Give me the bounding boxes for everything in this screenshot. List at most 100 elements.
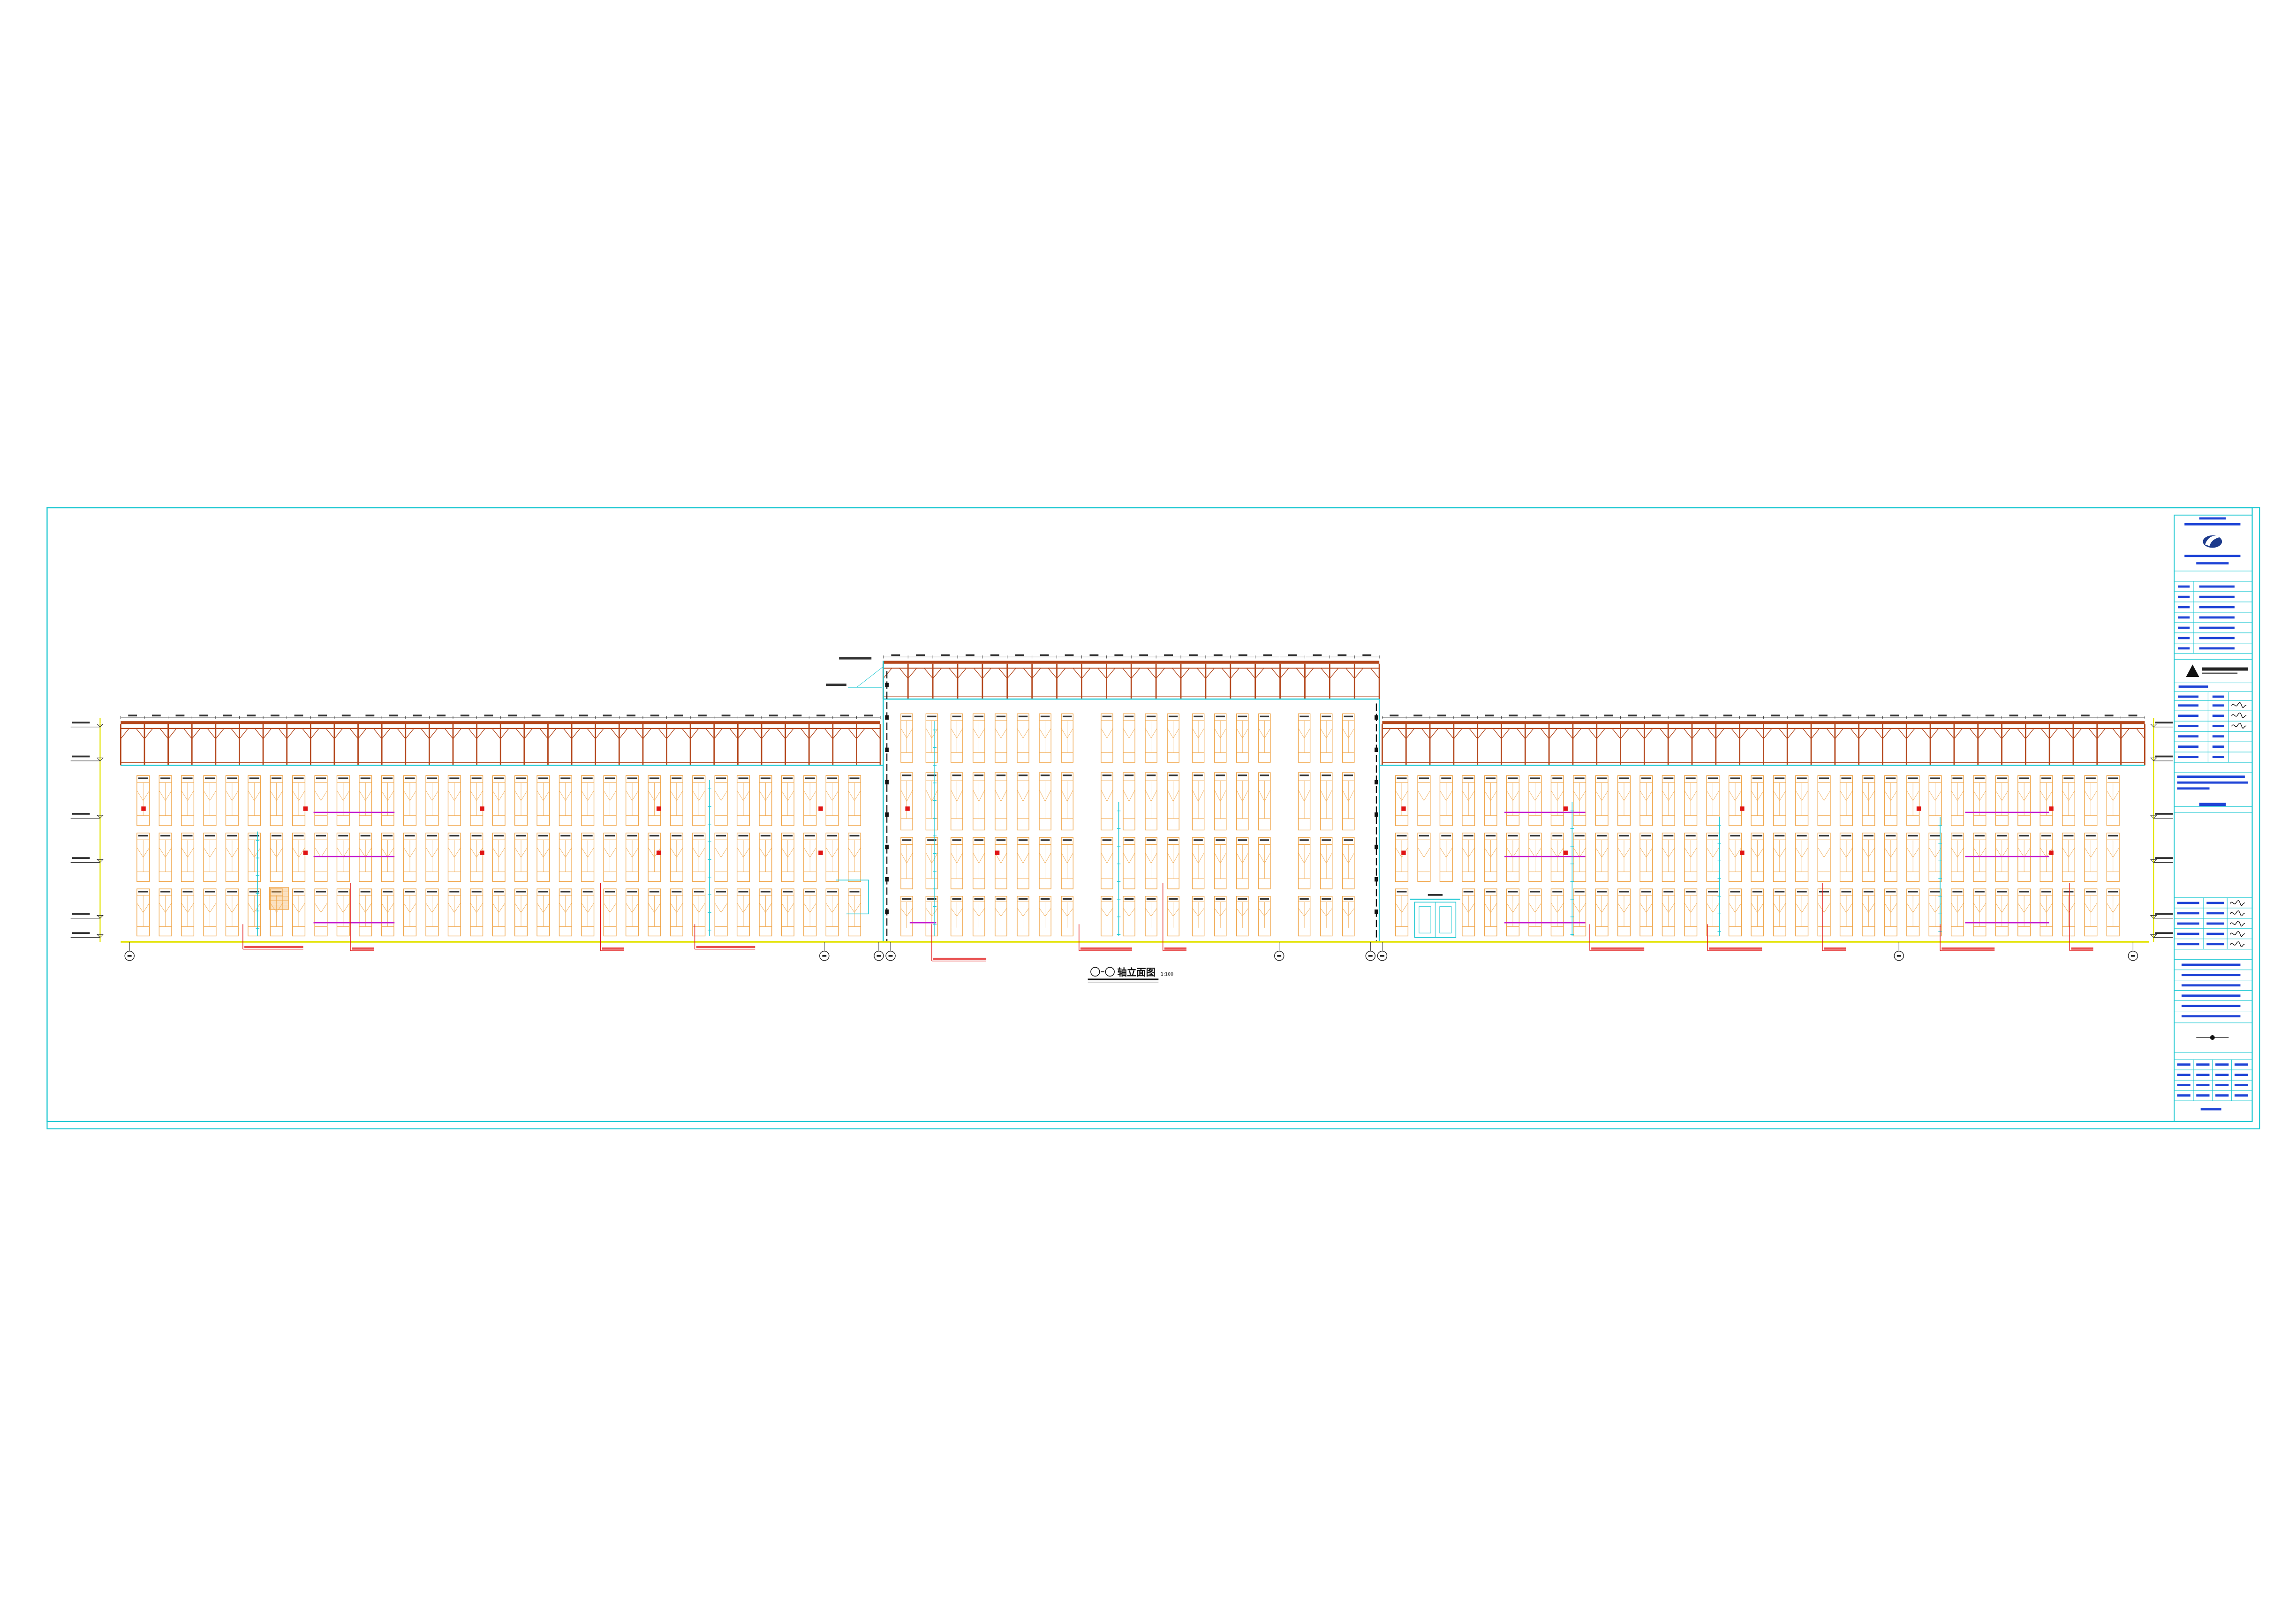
window — [1192, 772, 1205, 831]
title-block-text-mark — [2206, 912, 2224, 915]
window — [1839, 775, 1853, 826]
window-opening-symbol — [692, 790, 705, 801]
window-opening-symbol — [1145, 852, 1157, 864]
pergola-brace — [231, 728, 240, 739]
pergola-brace — [1778, 728, 1788, 739]
window-opening-symbol — [337, 902, 350, 913]
signature-icon — [2229, 910, 2245, 917]
window-frame — [803, 888, 817, 937]
window-tag-mark — [927, 839, 937, 841]
pergola-brace — [658, 728, 667, 739]
window-opening-symbol — [848, 902, 861, 913]
window — [1817, 833, 1831, 882]
window-tag-mark — [1863, 891, 1874, 893]
window — [2106, 888, 2120, 937]
window-opening-symbol — [559, 790, 572, 801]
window — [625, 833, 639, 882]
window-opening-symbol — [136, 847, 150, 858]
window-frame — [470, 833, 483, 882]
dimension-text-mark — [1819, 714, 1828, 717]
pergola-brace — [1405, 728, 1415, 739]
window — [1639, 888, 1653, 937]
title-block-text-mark — [2178, 595, 2190, 598]
callout-text-mark — [602, 947, 624, 950]
window-tag-mark — [849, 835, 860, 837]
pergola-brace — [207, 728, 216, 739]
window-frame — [1484, 775, 1497, 826]
window-tag-mark — [902, 715, 912, 718]
pergola-brace — [1296, 668, 1306, 679]
pergola-brace — [1073, 668, 1082, 679]
window — [581, 775, 595, 826]
dimension-text-mark — [531, 714, 541, 717]
window-frame — [973, 895, 985, 937]
window-frame — [1236, 895, 1249, 937]
window-frame — [1773, 833, 1786, 882]
window-tag-mark — [1997, 777, 2007, 779]
joint-marker — [885, 812, 889, 817]
window-tag-mark — [627, 891, 637, 893]
window-opening-symbol — [248, 847, 261, 858]
joint-marker — [885, 909, 889, 914]
window — [951, 713, 963, 763]
window — [1839, 888, 1853, 937]
window-opening-symbol — [648, 790, 661, 801]
pergola-brace — [824, 728, 833, 739]
window-tag-mark — [449, 777, 460, 779]
window — [973, 837, 985, 889]
dimension-text-mark — [698, 714, 707, 717]
window-opening-symbol — [1192, 908, 1204, 917]
window-tag-mark — [1508, 835, 1518, 837]
window — [1167, 772, 1179, 831]
window-tag-mark — [1641, 891, 1651, 893]
pergola-brace — [1811, 728, 1820, 739]
window-opening-symbol — [1101, 728, 1113, 739]
window-frame — [1862, 775, 1875, 826]
window — [670, 888, 683, 937]
window-tag-mark — [1124, 839, 1134, 841]
wall-note-bracket — [836, 880, 869, 915]
window-opening-symbol — [1773, 847, 1786, 858]
joint-marker — [1375, 747, 1378, 752]
window — [470, 775, 483, 826]
window-opening-symbol — [759, 847, 772, 858]
pergola-brace — [515, 728, 525, 739]
window-tag-mark — [1486, 777, 1496, 779]
dimension-text-mark — [579, 714, 588, 717]
pergola-brace — [737, 728, 747, 739]
signature-icon — [2229, 931, 2245, 937]
window-frame — [1484, 833, 1497, 882]
window — [1751, 888, 1764, 937]
window — [1595, 888, 1609, 937]
pergola-brace — [666, 728, 675, 739]
grid-axis-bubble — [874, 951, 884, 961]
title-block-text-mark — [2199, 616, 2235, 619]
window-tag-mark — [1552, 891, 1563, 893]
window-frame — [2106, 833, 2120, 882]
window-opening-symbol — [1951, 847, 1964, 858]
dimension-text-mark — [2080, 714, 2090, 717]
dimension-text-mark — [1485, 714, 1494, 717]
window-tag-mark — [672, 835, 682, 837]
window — [995, 837, 1007, 889]
pergola-brace — [1147, 668, 1156, 679]
window-tag-mark — [760, 777, 771, 779]
title-block-text-mark — [2199, 637, 2235, 639]
window-tag-mark — [272, 777, 282, 779]
window-frame — [1639, 888, 1653, 937]
title-block-text-mark — [2178, 756, 2198, 758]
window-tag-mark — [996, 715, 1006, 718]
window-frame — [425, 775, 439, 826]
window — [1123, 772, 1135, 831]
window — [1751, 833, 1764, 882]
signature-icon — [2229, 900, 2245, 906]
window-opening-symbol — [1061, 789, 1073, 802]
window — [1017, 895, 1029, 937]
window-opening-symbol — [492, 790, 506, 801]
window — [973, 772, 985, 831]
window-frame — [625, 888, 639, 937]
window — [1167, 837, 1179, 889]
window-opening-symbol — [714, 847, 728, 858]
window — [1101, 713, 1113, 763]
window-opening-symbol — [1417, 790, 1431, 801]
